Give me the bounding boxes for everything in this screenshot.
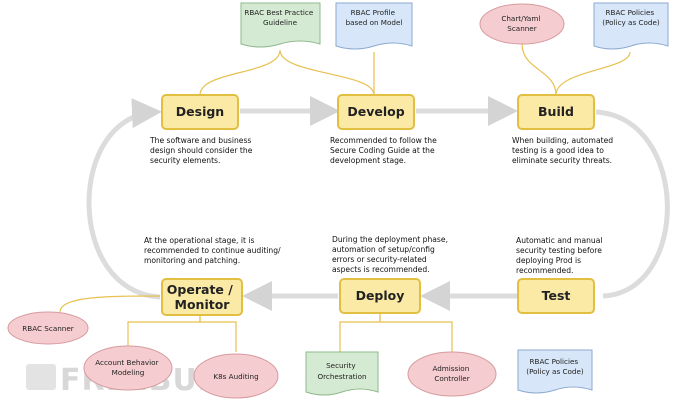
ellipse-chart-yaml-scanner-line1: Chart/Yaml: [501, 14, 540, 23]
desc-operate-line3: monitoring and patching.: [144, 256, 240, 265]
svg-text:RBAC Best Practice Guide: RBAC Best Practice Guideline: [244, 8, 315, 27]
ellipse-admission-controller-line1: Admission: [432, 364, 469, 373]
doc-rbac-best-practice: RBAC Best Practice Guideline: [240, 2, 321, 48]
ellipse-account-behavior-line2: Modeling: [112, 368, 145, 377]
stage-design: Design: [161, 94, 239, 130]
stage-develop: Develop: [337, 94, 415, 130]
stage-operate-monitor: Operate / Monitor: [161, 278, 243, 316]
desc-design: The software and business design should …: [149, 136, 255, 165]
doc-rbac-profile-line2: based on Model: [346, 18, 403, 27]
ellipse-rbac-scanner: RBAC Scanner: [7, 311, 89, 345]
doc-security-orchestration: Security Orchestration: [305, 351, 379, 396]
desc-build-line2: testing is a good idea to: [512, 146, 604, 155]
desc-design-line3: security elements.: [150, 156, 220, 165]
connector-operate-rbac-scanner: [59, 295, 161, 313]
cycle-arrow-operate-design: [86, 98, 162, 300]
svg-text:RBAC Policies (Policy as: RBAC Policies (Policy as Code): [602, 8, 660, 27]
doc-rbac-profile-line1: RBAC Profile: [351, 8, 396, 17]
svg-text:RBAC Policies (Policy as: RBAC Policies (Policy as Code): [526, 357, 584, 376]
cycle-connectors: [86, 96, 670, 311]
doc-security-orchestration-line1: Security: [326, 361, 356, 370]
doc-rbac-best-practice-line1: RBAC Best Practice: [244, 8, 314, 17]
svg-text:Account Behavior Modelin: Account Behavior Modeling: [95, 358, 161, 377]
desc-deploy-line3: errors or security-related: [332, 255, 427, 264]
connector-design-best-practice: [199, 49, 281, 96]
desc-test-line2: security testing before: [516, 246, 602, 255]
desc-develop-line2: Secure Coding Guide at the: [330, 146, 435, 155]
desc-test-line1: Automatic and manual: [516, 236, 603, 245]
desc-build: When building, automated testing is a go…: [512, 136, 616, 165]
desc-operate-line2: recommended to continue auditing/: [144, 246, 281, 255]
ellipse-k8s-auditing: K8s Auditing: [193, 353, 279, 399]
desc-test-line4: recommended.: [516, 266, 573, 275]
desc-operate-line1: At the operational stage, it is: [144, 236, 254, 245]
desc-operate: At the operational stage, it is recommen…: [144, 236, 283, 265]
svg-text:Operate / Monitor: Operate / Monitor: [167, 282, 237, 312]
desc-build-line1: When building, automated: [512, 136, 613, 145]
stage-operate-label-line1: Operate /: [167, 282, 233, 297]
svg-text:Security Orchestration: Security Orchestration: [317, 361, 366, 381]
doc-security-orchestration-line2: Orchestration: [317, 372, 366, 381]
stage-operate-label-line2: Monitor: [175, 297, 231, 312]
desc-deploy-line1: During the deployment phase,: [332, 235, 448, 244]
ellipse-rbac-scanner-label: RBAC Scanner: [22, 324, 73, 333]
doc-rbac-policies-bottom-line2: (Policy as Code): [526, 367, 584, 376]
ellipse-k8s-auditing-label: K8s Auditing: [213, 372, 258, 381]
stage-test-label: Test: [542, 288, 571, 303]
connector-develop-best-practice: [279, 49, 375, 96]
svg-text:RBAC Profile based on Mo: RBAC Profile based on Model: [346, 8, 403, 27]
stage-design-label: Design: [176, 104, 224, 119]
doc-rbac-policies-top-line1: RBAC Policies: [606, 8, 655, 17]
ellipse-chart-yaml-scanner-line2: Scanner: [507, 24, 536, 33]
desc-deploy-line2: automation of setup/config: [332, 245, 435, 254]
stage-build: Build: [517, 94, 595, 130]
connector-deploy-admission: [379, 314, 453, 352]
svg-text:Chart/Yaml Scanner: Chart/Yaml Scanner: [501, 14, 542, 33]
doc-rbac-profile: RBAC Profile based on Model: [335, 2, 413, 50]
connector-deploy-orchestration: [339, 314, 381, 352]
connector-operate-account-behavior: [127, 314, 201, 346]
doc-rbac-policies-top-line2: (Policy as Code): [602, 18, 660, 27]
watermark-logo-icon: [26, 364, 56, 390]
desc-test-line3: deploying Prod is: [516, 256, 581, 265]
desc-test: Automatic and manual security testing be…: [516, 236, 605, 275]
doc-rbac-best-practice-line2: Guideline: [263, 18, 298, 27]
desc-deploy: During the deployment phase, automation …: [332, 235, 450, 274]
desc-develop-line1: Recommended to follow the: [330, 136, 437, 145]
doc-rbac-policies-top: RBAC Policies (Policy as Code): [593, 2, 669, 50]
cycle-arrow-build-test: [595, 109, 670, 299]
ellipse-account-behavior-line1: Account Behavior: [95, 358, 158, 367]
desc-develop-line3: development stage.: [330, 156, 406, 165]
stage-deploy: Deploy: [339, 278, 421, 314]
ellipse-admission-controller: Admission Controller: [407, 351, 497, 397]
doc-rbac-policies-bottom: RBAC Policies (Policy as Code): [517, 349, 593, 394]
artifact-connectors: [59, 43, 631, 352]
desc-design-line2: design should consider the: [150, 146, 253, 155]
ellipse-account-behavior: Account Behavior Modeling: [83, 345, 173, 391]
stage-develop-label: Develop: [347, 104, 404, 119]
desc-build-line3: eliminate security threats.: [512, 156, 612, 165]
doc-rbac-policies-bottom-line1: RBAC Policies: [530, 357, 579, 366]
svg-text:Admission Controller: Admission Controller: [432, 364, 471, 383]
ellipse-admission-controller-line2: Controller: [434, 374, 469, 383]
connector-operate-k8s: [199, 314, 237, 352]
stage-build-label: Build: [538, 104, 574, 119]
stage-deploy-label: Deploy: [356, 288, 405, 303]
desc-design-line1: The software and business: [149, 136, 251, 145]
desc-deploy-line4: aspects is recommended.: [332, 265, 430, 274]
stage-test: Test: [517, 278, 595, 314]
connector-build-policies: [555, 51, 631, 96]
connector-build-scanner: [521, 43, 557, 96]
ellipse-chart-yaml-scanner: Chart/Yaml Scanner: [479, 3, 565, 45]
desc-develop: Recommended to follow the Secure Coding …: [330, 136, 439, 165]
